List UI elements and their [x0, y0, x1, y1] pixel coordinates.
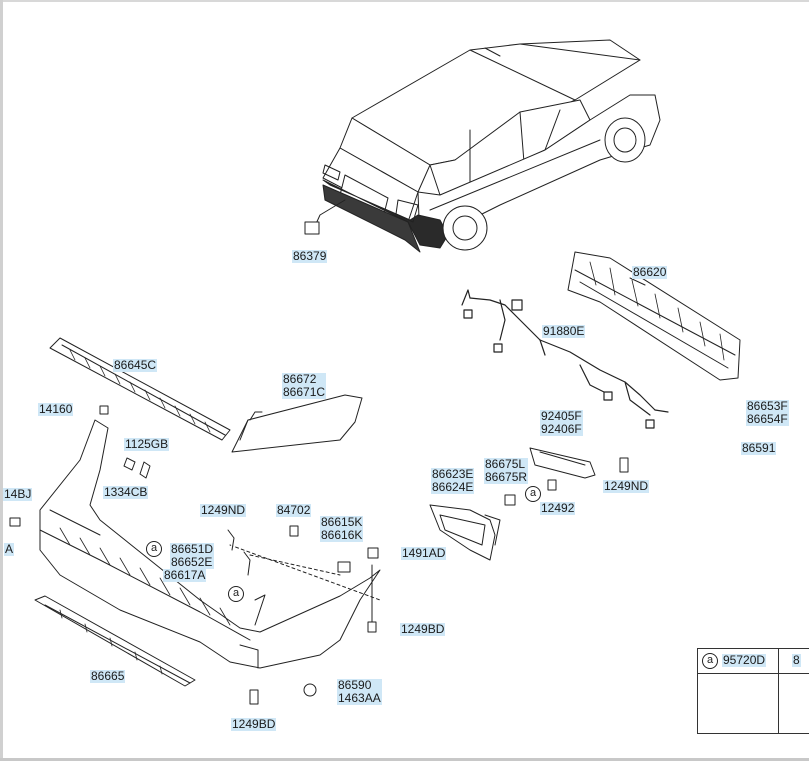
part-callout-86379[interactable]: 86379: [292, 249, 328, 263]
legend-marker: a: [702, 653, 718, 669]
rear-bumper-cover: [39, 419, 381, 669]
part-callout-1249nd-left[interactable]: 1249ND: [200, 503, 247, 517]
part-callout-86623e[interactable]: 86623E 86624E: [431, 467, 475, 494]
part-callout-1491ad[interactable]: 1491AD: [401, 546, 447, 560]
legend-divider: [698, 673, 809, 674]
rear-bumper-cover-strip: [49, 337, 231, 441]
bumper-beam: [567, 251, 741, 381]
part-callout-92405f[interactable]: 92405F 92406F: [540, 409, 583, 436]
part-callout-86675l[interactable]: 86675L 86675R: [484, 457, 529, 484]
marker-a-3: a: [525, 486, 541, 502]
legend-part-number[interactable]: 95720D: [722, 653, 767, 667]
part-callout-1334cb[interactable]: 1334CB: [103, 485, 149, 499]
part-callout-14160[interactable]: 14160: [38, 402, 74, 416]
part-callout-86665[interactable]: 86665: [90, 669, 126, 683]
left-border: [0, 0, 3, 761]
top-border: [0, 0, 809, 2]
part-callout-1249bd-bottom[interactable]: 1249BD: [231, 717, 277, 731]
part-callout-86653f[interactable]: 86653F 86654F: [746, 399, 789, 426]
vehicle-illustration: [304, 39, 661, 253]
part-callout-1249nd-right[interactable]: 1249ND: [603, 479, 650, 493]
part-callout-1125gb[interactable]: 1125GB: [124, 437, 170, 451]
part-callout-86590[interactable]: 86590 1463AA: [337, 678, 382, 705]
legend-table: a 95720D 8: [697, 648, 809, 734]
part-callout-left-a[interactable]: A: [4, 542, 15, 556]
part-callout-86672[interactable]: 86672 86671C: [282, 372, 327, 399]
bottom-border: [0, 758, 809, 761]
legend-next-column[interactable]: 8: [792, 653, 801, 667]
wiring-harness: [461, 289, 669, 429]
marker-a-2: a: [228, 586, 244, 602]
part-callout-86651d[interactable]: 86651D 86652E: [170, 542, 215, 569]
marker-a-1: a: [146, 541, 162, 557]
part-callout-86591[interactable]: 86591: [741, 441, 777, 455]
fog-lamp: [529, 447, 596, 479]
part-callout-14bj[interactable]: 14BJ: [3, 487, 33, 501]
part-callout-84702[interactable]: 84702: [276, 503, 312, 517]
side-garnish: [231, 394, 363, 453]
under-guard: [34, 595, 196, 687]
part-callout-86617a[interactable]: 86617A: [163, 568, 207, 582]
part-callout-86645c[interactable]: 86645C: [113, 358, 158, 372]
part-callout-12492[interactable]: 12492: [540, 501, 576, 515]
fasteners: [9, 405, 629, 705]
part-callout-91880e[interactable]: 91880E: [542, 324, 586, 338]
part-callout-86615k[interactable]: 86615K 86616K: [320, 515, 364, 542]
rear-reflector-lamp: [429, 504, 501, 561]
legend-column-divider: [778, 649, 779, 733]
part-callout-86620[interactable]: 86620: [632, 265, 668, 279]
part-callout-1249bd-right[interactable]: 1249BD: [400, 622, 446, 636]
